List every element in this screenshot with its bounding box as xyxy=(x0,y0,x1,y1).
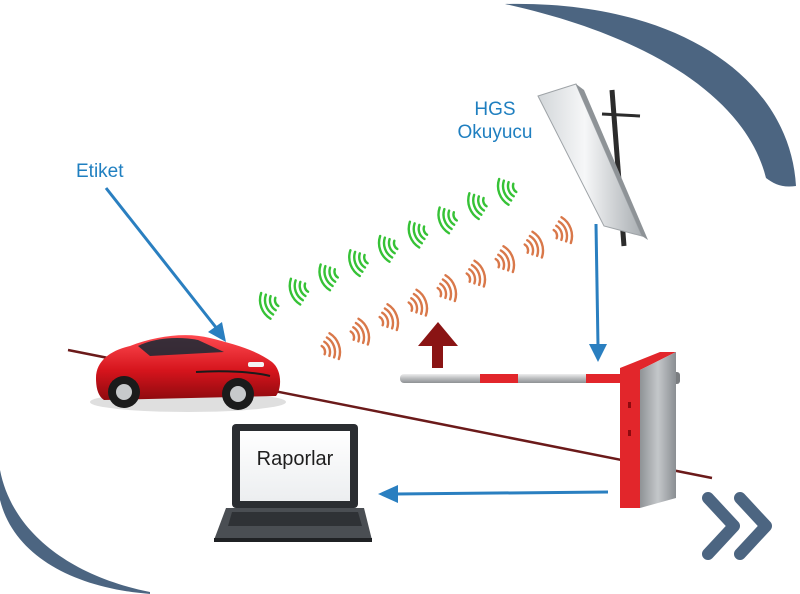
laptop-screen-label: Raporlar xyxy=(256,448,334,470)
label-reader-line2: Okuyucu xyxy=(457,122,533,143)
frame-arc-bottom-left xyxy=(0,470,150,594)
signal-wave xyxy=(407,220,429,249)
signal-wave xyxy=(349,317,371,346)
hgs-reader-antenna xyxy=(537,83,648,247)
signal-wave xyxy=(320,332,342,361)
signal-wave xyxy=(523,230,545,259)
label-reader-line1: HGS xyxy=(474,99,516,120)
arrow-reader-to-barrier xyxy=(589,223,607,362)
signal-waves-green xyxy=(258,177,518,320)
arrow-tag-to-car xyxy=(104,187,226,342)
signal-wave xyxy=(348,249,369,278)
signal-wave xyxy=(407,288,429,317)
car xyxy=(90,335,286,412)
laptop xyxy=(214,424,372,542)
label-reader: HGS Okuyucu xyxy=(430,98,560,144)
signal-wave xyxy=(318,263,340,292)
signal-wave xyxy=(288,277,310,306)
signal-wave xyxy=(437,206,459,235)
arrow-barrier-to-laptop xyxy=(378,485,609,503)
signal-wave xyxy=(436,274,458,303)
signal-wave xyxy=(258,291,280,320)
signal-wave xyxy=(494,245,516,274)
double-chevron-right-icon[interactable] xyxy=(702,492,772,560)
signal-wave xyxy=(467,192,488,221)
signal-wave xyxy=(377,234,399,263)
signal-wave xyxy=(378,303,400,332)
up-arrow-icon xyxy=(418,322,458,368)
signal-wave xyxy=(465,259,487,288)
signal-waves-orange xyxy=(320,216,574,361)
label-tag: Etiket xyxy=(76,161,124,182)
signal-wave xyxy=(552,216,574,245)
signal-wave xyxy=(496,177,518,206)
frame-arc-top-right xyxy=(505,3,796,187)
barrier-post xyxy=(620,352,676,508)
